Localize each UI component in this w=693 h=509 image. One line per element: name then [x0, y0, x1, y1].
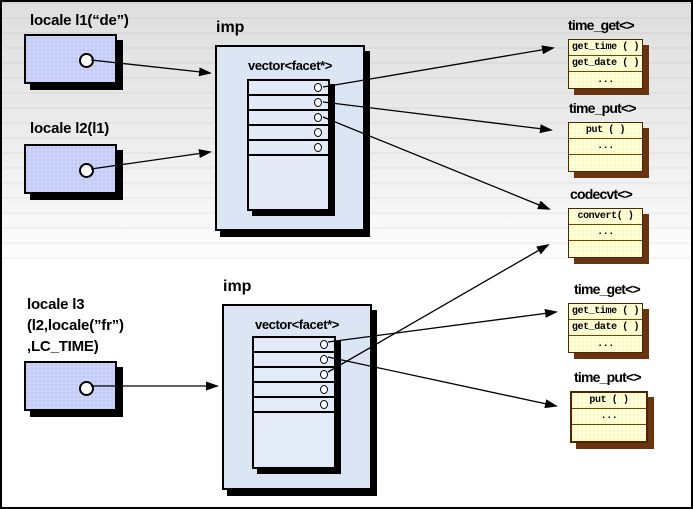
facet-box: put ( ) ... — [570, 391, 648, 443]
facet-method — [572, 425, 646, 441]
facet-method — [569, 241, 642, 257]
facet-method: get_time ( ) — [569, 304, 642, 320]
facet-method: ... — [597, 74, 614, 86]
locale-l3-label-line1: locale l3 — [27, 296, 85, 313]
vector-slot-4 — [249, 126, 328, 141]
vector-slot-5 — [254, 398, 334, 413]
facet-method: ... — [569, 225, 642, 241]
facet-time-get-1: time_get<> get_time ( ) get_date ( ) ... — [568, 16, 643, 89]
vector-slot-4 — [254, 383, 334, 398]
pointer-circle — [79, 163, 94, 178]
facet-method: get_date ( ) — [569, 320, 642, 336]
facet-time-put-2: time_put<> put ( ) ... — [570, 368, 648, 443]
imp-2-label: imp — [223, 278, 252, 295]
slot-pointer-circle — [320, 400, 328, 409]
vector-empty-area — [249, 156, 328, 209]
imp-1-box: vector<facet*> — [215, 45, 365, 231]
facet-box: get_time ( ) get_date ( ) ... — [568, 303, 643, 353]
facet-method: ... — [569, 139, 642, 155]
slot-pointer-circle — [314, 83, 322, 92]
facet-title: time_get<> — [568, 17, 635, 33]
locale-l2-label: locale l2(l1) — [30, 120, 110, 137]
facet-method: put ( ) — [569, 123, 642, 139]
vector-facet-title: vector<facet*> — [247, 58, 332, 73]
locale-l3-box — [24, 361, 117, 411]
imp-1-label: imp — [216, 19, 245, 36]
slot-pointer-circle — [314, 113, 322, 122]
slot-pointer-circle — [320, 370, 328, 379]
facet-method — [569, 155, 642, 171]
vector-table-1 — [247, 79, 330, 211]
locale-l1-label: locale l1(“de”) — [30, 12, 129, 29]
slot-pointer-circle — [320, 340, 328, 349]
locale-l1-box — [24, 34, 117, 84]
vector-slot-1 — [254, 338, 334, 353]
vector-empty-area — [254, 413, 334, 467]
locale-l3-label: locale l3 (l2,locale(”fr”) ,LC_TIME) — [27, 294, 124, 357]
slot-pointer-circle — [314, 128, 322, 137]
locale-l2-box — [24, 144, 117, 194]
facet-codecvt: codecvt<> convert( ) ... — [568, 185, 643, 258]
facet-box: get_time ( ) get_date ( ) ... — [568, 39, 643, 89]
vector-slot-3 — [254, 368, 334, 383]
vector-slot-5 — [249, 141, 328, 156]
pointer-circle — [79, 53, 94, 68]
facet-title: time_put<> — [574, 369, 642, 385]
facet-time-get-2: time_get<> get_time ( ) get_date ( ) ... — [568, 280, 643, 353]
imp-2-box: vector<facet*> — [222, 304, 372, 490]
facet-title: time_put<> — [569, 100, 637, 116]
vector-slot-2 — [249, 96, 328, 111]
facet-method: get_time ( ) — [569, 40, 642, 56]
slot-pointer-circle — [314, 143, 322, 152]
facet-box: convert( ) ... — [568, 208, 643, 258]
facet-title: time_get<> — [574, 281, 641, 297]
facet-box: put ( ) ... — [568, 122, 643, 172]
facet-time-put-1: time_put<> put ( ) ... — [568, 99, 643, 172]
vector-slot-2 — [254, 353, 334, 368]
locale-l3-label-line3: ,LC_TIME) — [27, 338, 99, 355]
vector-table-2 — [252, 336, 336, 469]
vector-slot-1 — [249, 81, 328, 96]
vector-slot-3 — [249, 111, 328, 126]
facet-method: put ( ) — [572, 393, 646, 409]
slot-pointer-circle — [320, 385, 328, 394]
vector-facet-title: vector<facet*> — [254, 317, 339, 332]
facet-method: ... — [572, 409, 646, 425]
facet-title: codecvt<> — [570, 186, 633, 202]
facet-method: convert( ) — [569, 209, 642, 225]
facet-method: get_date ( ) — [569, 56, 642, 72]
pointer-circle — [79, 381, 94, 396]
facet-method: ... — [597, 338, 614, 350]
slot-pointer-circle — [320, 355, 328, 364]
locale-l3-label-line2: (l2,locale(”fr”) — [27, 317, 124, 334]
slot-pointer-circle — [314, 98, 322, 107]
